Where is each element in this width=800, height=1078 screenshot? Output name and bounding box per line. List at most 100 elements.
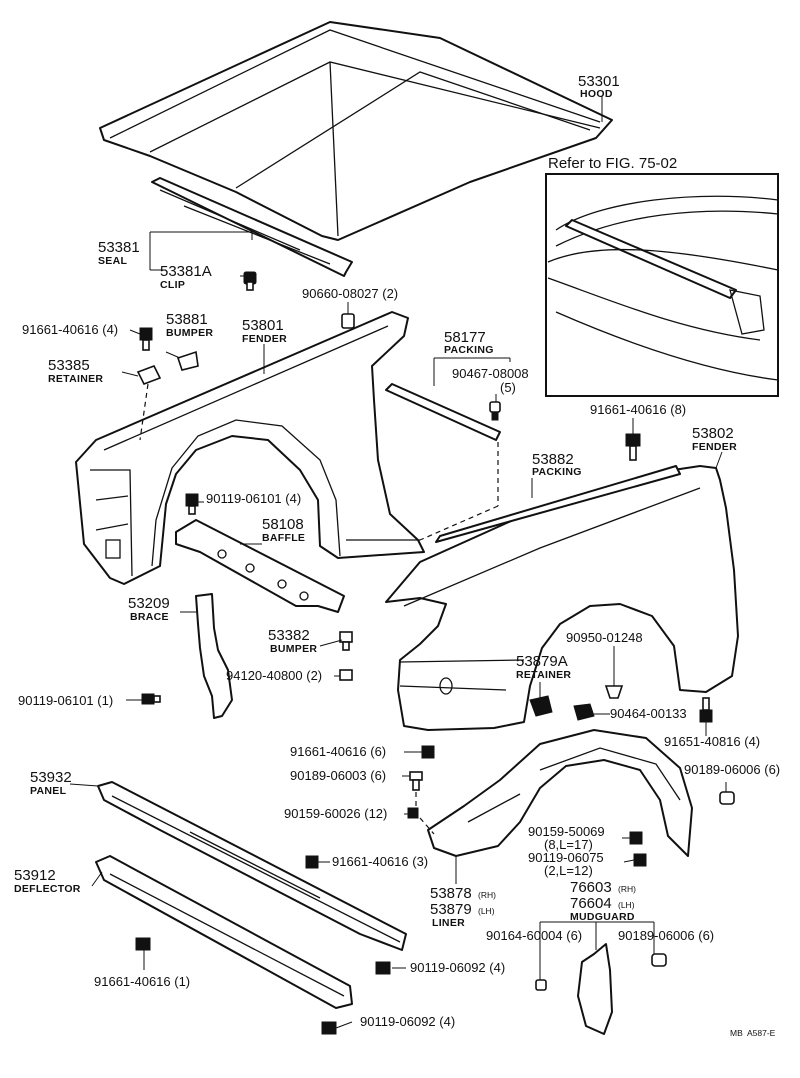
bolt-90660-icon (341, 313, 355, 329)
hood-name: HOOD (580, 88, 613, 100)
bolt-90119-06092-a-icon (375, 961, 391, 975)
liner-rh-side: (RH) (478, 890, 496, 900)
diagram-code: MB A587-E (730, 1028, 776, 1038)
liner-lh-number: 53879 (430, 901, 472, 918)
bumper2-number: 53382 (268, 627, 310, 644)
mudguard-rh-side: (RH) (618, 884, 636, 894)
screw-90159-8-icon (629, 831, 643, 845)
retainer2-number: 53879A (516, 653, 568, 670)
bolt-90119-1-icon (141, 693, 161, 705)
bolt-90189-6b-label: 90189-06006 (6) (684, 762, 780, 777)
retainer-53385-icon (136, 364, 162, 386)
bolt-91651-label: 91651-40816 (4) (664, 734, 760, 749)
liner-name: LINER (432, 917, 465, 929)
hood-number: 53301 (578, 73, 620, 90)
seal-number: 53381 (98, 239, 140, 256)
bolt-90189-6c-icon (651, 953, 667, 967)
packing-b-name: PACKING (532, 466, 582, 478)
liner-lh-side: (LH) (478, 906, 495, 916)
baffle-58108-part (175, 519, 345, 613)
bolt-90119-06092-a-label: 90119-06092 (4) (410, 960, 505, 975)
part-labels: 53301 HOOD Refer to FIG. 75-02 53381 SEA… (14, 73, 780, 1038)
fender-right-number: 53802 (692, 425, 734, 442)
clip-name: CLIP (160, 279, 185, 291)
mudguard-rh-number: 76603 (570, 879, 612, 896)
bumper-53881-icon (176, 350, 199, 371)
screw-90164-icon (535, 979, 547, 991)
mudguard-lh-number: 76604 (570, 895, 612, 912)
refer-text: Refer to FIG. 75-02 (548, 155, 677, 172)
deflector-name: DEFLECTOR (14, 883, 81, 895)
mudguard-part (577, 943, 613, 1035)
bolt-90189-6a-icon (409, 771, 423, 791)
clip-90467-icon (489, 401, 501, 421)
screw-90159-8-qty: (8,L=17) (544, 837, 593, 852)
clip-90464-label: 90464-00133 (610, 706, 687, 721)
fender-left-number: 53801 (242, 317, 284, 334)
bolt-91661-8-label: 91661-40616 (8) (590, 402, 686, 417)
clip-53381a-icon (243, 271, 257, 291)
deflector-53912-part (95, 855, 353, 1009)
hood-part (99, 21, 613, 241)
bolt-90119-1-label: 90119-06101 (1) (18, 693, 113, 708)
bolt-90119-4-icon (185, 493, 199, 515)
retainer2-name: RETAINER (516, 669, 571, 681)
clip-number: 53381A (160, 263, 212, 280)
bolt-90189-6a-label: 90189-06003 (6) (290, 768, 386, 783)
seal-name: SEAL (98, 255, 127, 267)
bolt-91661-4-icon (139, 327, 153, 351)
clip-90467-label: 90467-08008 (452, 366, 529, 381)
screw-90164-label: 90164-60004 (6) (486, 928, 582, 943)
bolt-90119-4-label: 90119-06101 (4) (206, 491, 301, 506)
baffle-name: BAFFLE (262, 532, 305, 544)
liner-part (427, 729, 693, 857)
bolt-91661-1-icon (135, 937, 151, 951)
baffle-number: 58108 (262, 516, 304, 533)
mudguard-lh-side: (LH) (618, 900, 635, 910)
screw-90159-12-icon (407, 807, 419, 819)
packing-53882-part (435, 465, 681, 543)
packing-b-number: 53882 (532, 451, 574, 468)
bolt-90119-06092-b-icon (321, 1021, 337, 1035)
bolt-91661-3-label: 91661-40616 (3) (332, 854, 428, 869)
packing-58177-part (385, 383, 501, 441)
bolt-90950-label: 90950-01248 (566, 630, 643, 645)
retainer-53879a-icon (529, 695, 553, 717)
fender-left-part (75, 311, 425, 585)
assembly-dashed-lines (139, 383, 499, 835)
retainer-number: 53385 (48, 357, 90, 374)
brace-number: 53209 (128, 595, 170, 612)
bolt-91661-6-icon (421, 745, 435, 759)
nut-94120-label: 94120-40800 (2) (226, 668, 322, 683)
packing-a-number: 58177 (444, 329, 486, 346)
fender-right-part (385, 465, 739, 731)
clip-90464-icon (573, 703, 595, 721)
panel-number: 53932 (30, 769, 72, 786)
bolt-91661-8-icon (625, 433, 641, 461)
bolt-90189-6c-label: 90189-06006 (6) (618, 928, 714, 943)
liner-rh-number: 53878 (430, 885, 472, 902)
bolt-91661-6-label: 91661-40616 (6) (290, 744, 386, 759)
bolt-91661-4-label: 91661-40616 (4) (22, 322, 118, 337)
bolt-91651-icon (699, 697, 713, 723)
bolt-90119-06092-b-label: 90119-06092 (4) (360, 1014, 455, 1029)
deflector-number: 53912 (14, 867, 56, 884)
panel-53932-part (97, 781, 407, 951)
fender-right-name: FENDER (692, 441, 737, 453)
bolt-91661-3-icon (305, 855, 319, 869)
bolt-90950-icon (604, 685, 624, 699)
mudguard-name: MUDGUARD (570, 911, 635, 923)
bolt-90189-6b-icon (719, 791, 735, 805)
bumper-name: BUMPER (166, 327, 213, 339)
bolt-90119-2-label: 90119-06075 (528, 850, 604, 865)
bumper2-name: BUMPER (270, 643, 317, 655)
packing-a-name: PACKING (444, 344, 494, 356)
bolt-90660-label: 90660-08027 (2) (302, 286, 398, 301)
screw-90159-12-label: 90159-60026 (12) (284, 806, 387, 821)
retainer-name: RETAINER (48, 373, 103, 385)
bolt-90119-2-qty: (2,L=12) (544, 863, 593, 878)
brace-53209-part (195, 593, 233, 719)
bolt-90119-2-icon (633, 853, 647, 867)
reference-inset (545, 173, 779, 397)
